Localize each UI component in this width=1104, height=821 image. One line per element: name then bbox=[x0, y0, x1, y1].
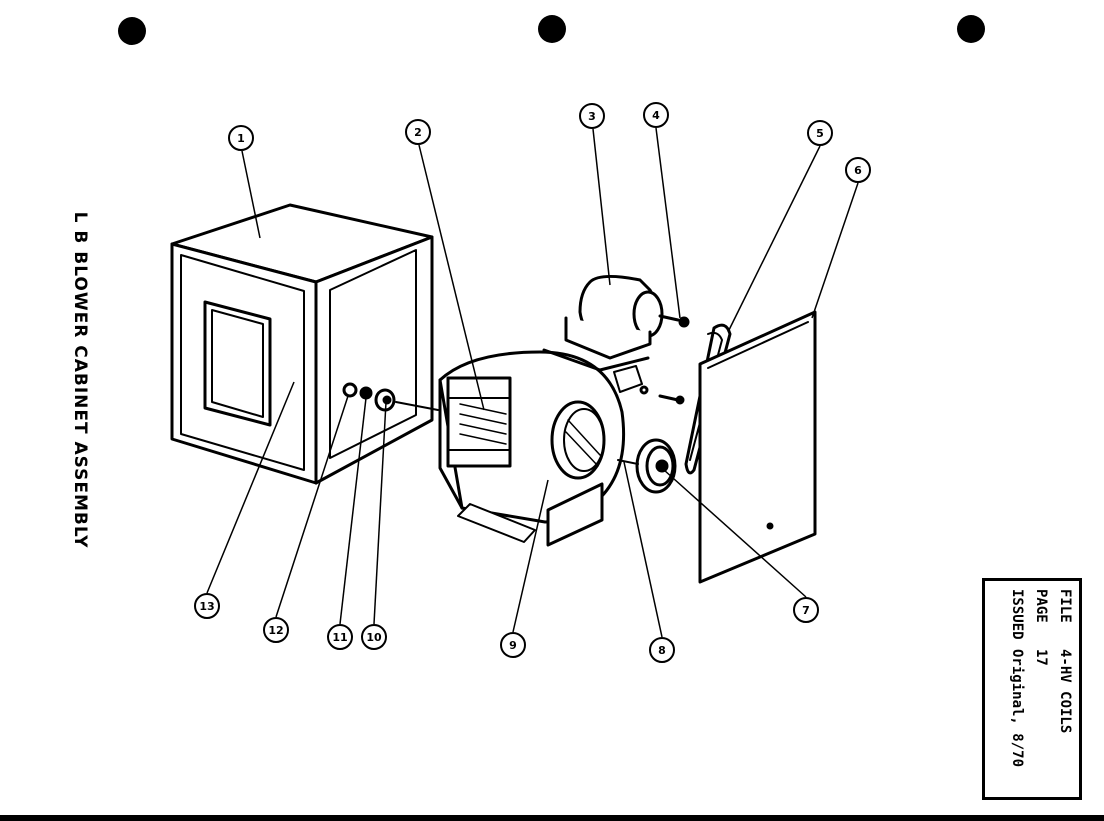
punch-hole-right bbox=[957, 15, 985, 43]
callout-4: 4 bbox=[643, 102, 669, 128]
diagram-title: L B BLOWER CABINET ASSEMBLY bbox=[70, 212, 90, 549]
callout-3: 3 bbox=[579, 103, 605, 129]
info-block: FILE 4-HV COILS PAGE 17 ISSUED Original,… bbox=[982, 578, 1082, 800]
callout-4-label: 4 bbox=[652, 109, 660, 122]
page-value: 17 bbox=[1033, 649, 1049, 666]
file-label: FILE bbox=[1057, 589, 1073, 623]
callout-6: 6 bbox=[845, 157, 871, 183]
punch-hole-center bbox=[538, 15, 566, 43]
callout-1: 1 bbox=[228, 125, 254, 151]
callout-5-label: 5 bbox=[816, 127, 824, 140]
callout-2: 2 bbox=[405, 119, 431, 145]
callout-2-label: 2 bbox=[414, 126, 422, 139]
callout-9: 9 bbox=[500, 632, 526, 658]
punch-hole-left bbox=[118, 17, 146, 45]
page-label: PAGE bbox=[1033, 589, 1049, 623]
callout-3-label: 3 bbox=[588, 110, 596, 123]
pulley bbox=[617, 438, 677, 494]
callout-7: 7 bbox=[793, 597, 819, 623]
callout-5: 5 bbox=[807, 120, 833, 146]
callout-10: 10 bbox=[361, 624, 387, 650]
callout-8: 8 bbox=[649, 637, 675, 663]
file-value: 4-HV COILS bbox=[1057, 649, 1073, 734]
info-block-content: FILE 4-HV COILS PAGE 17 ISSUED Original,… bbox=[987, 589, 1077, 789]
callout-9-label: 9 bbox=[509, 639, 517, 652]
callout-11: 11 bbox=[327, 624, 353, 650]
callout-12: 12 bbox=[263, 617, 289, 643]
callout-6-label: 6 bbox=[854, 164, 862, 177]
bottom-border bbox=[0, 815, 1104, 821]
cabinet-housing bbox=[170, 203, 434, 485]
issued-label: ISSUED bbox=[1009, 589, 1025, 640]
callout-13-label: 13 bbox=[199, 600, 214, 613]
info-row-issued: ISSUED Original, 8/70 bbox=[1005, 589, 1029, 789]
diagram-title-text: L B BLOWER CABINET ASSEMBLY bbox=[70, 211, 90, 549]
callout-7-label: 7 bbox=[802, 604, 810, 617]
side-panel bbox=[698, 310, 817, 584]
callout-11-label: 11 bbox=[332, 631, 347, 644]
callout-10-label: 10 bbox=[366, 631, 382, 644]
info-row-file: FILE 4-HV COILS bbox=[1053, 589, 1077, 789]
info-row-page: PAGE 17 bbox=[1029, 589, 1053, 789]
callout-8-label: 8 bbox=[658, 644, 666, 657]
bolts bbox=[639, 316, 690, 405]
v-belt bbox=[684, 323, 732, 475]
callout-12-label: 12 bbox=[268, 624, 283, 637]
issued-value: Original, 8/70 bbox=[1009, 649, 1025, 768]
callout-1-label: 1 bbox=[237, 132, 245, 145]
blower-housing bbox=[438, 350, 626, 547]
motor bbox=[542, 275, 680, 393]
callout-13: 13 bbox=[194, 593, 220, 619]
